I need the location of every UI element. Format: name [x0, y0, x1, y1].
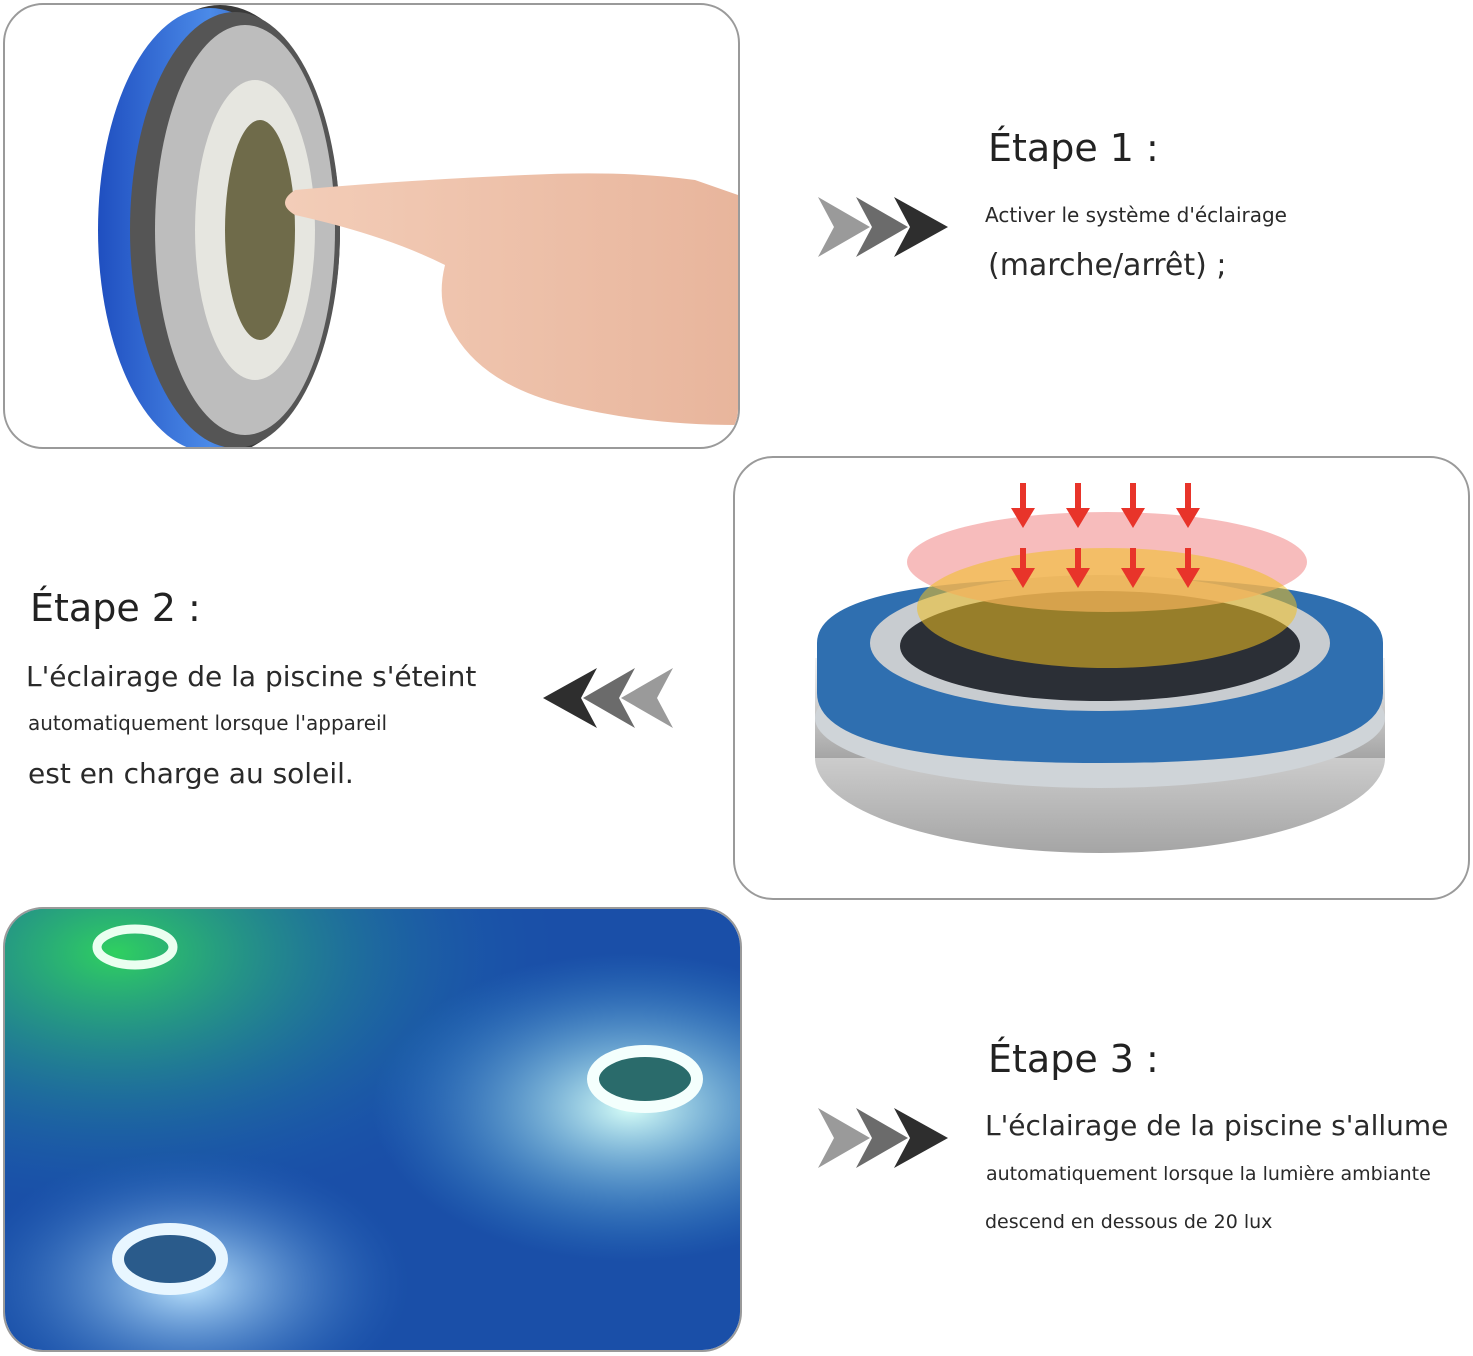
step3-line3: descend en dessous de 20 lux — [985, 1211, 1273, 1233]
step3-image-panel — [3, 907, 742, 1352]
step1-image-panel — [3, 3, 740, 449]
step2-title: Étape 2 : — [30, 586, 201, 630]
solar-charging-device-illustration — [815, 483, 1385, 853]
step2-line2: automatiquement lorsque l'appareil — [28, 711, 388, 735]
finger-pressing-switch-illustration — [98, 5, 738, 447]
step3-line2: automatiquement lorsque la lumière ambia… — [986, 1163, 1431, 1185]
pool-lights-illustration — [5, 909, 740, 1350]
step1-line1: Activer le système d'éclairage — [985, 203, 1287, 227]
step2-line3: est en charge au soleil. — [28, 757, 354, 790]
right-arrows-icon — [818, 197, 948, 257]
step3-line1: L'éclairage de la piscine s'allume — [985, 1109, 1449, 1142]
sun-arrows-icon — [1011, 483, 1200, 588]
step1-line2: (marche/arrêt) ; — [988, 248, 1227, 283]
right-arrows-icon — [818, 1108, 948, 1168]
step3-title: Étape 3 : — [988, 1037, 1159, 1081]
step2-image-panel — [733, 456, 1470, 900]
step1-title: Étape 1 : — [988, 126, 1159, 170]
step2-line1: L'éclairage de la piscine s'éteint — [26, 660, 477, 693]
left-arrows-icon — [543, 668, 673, 728]
